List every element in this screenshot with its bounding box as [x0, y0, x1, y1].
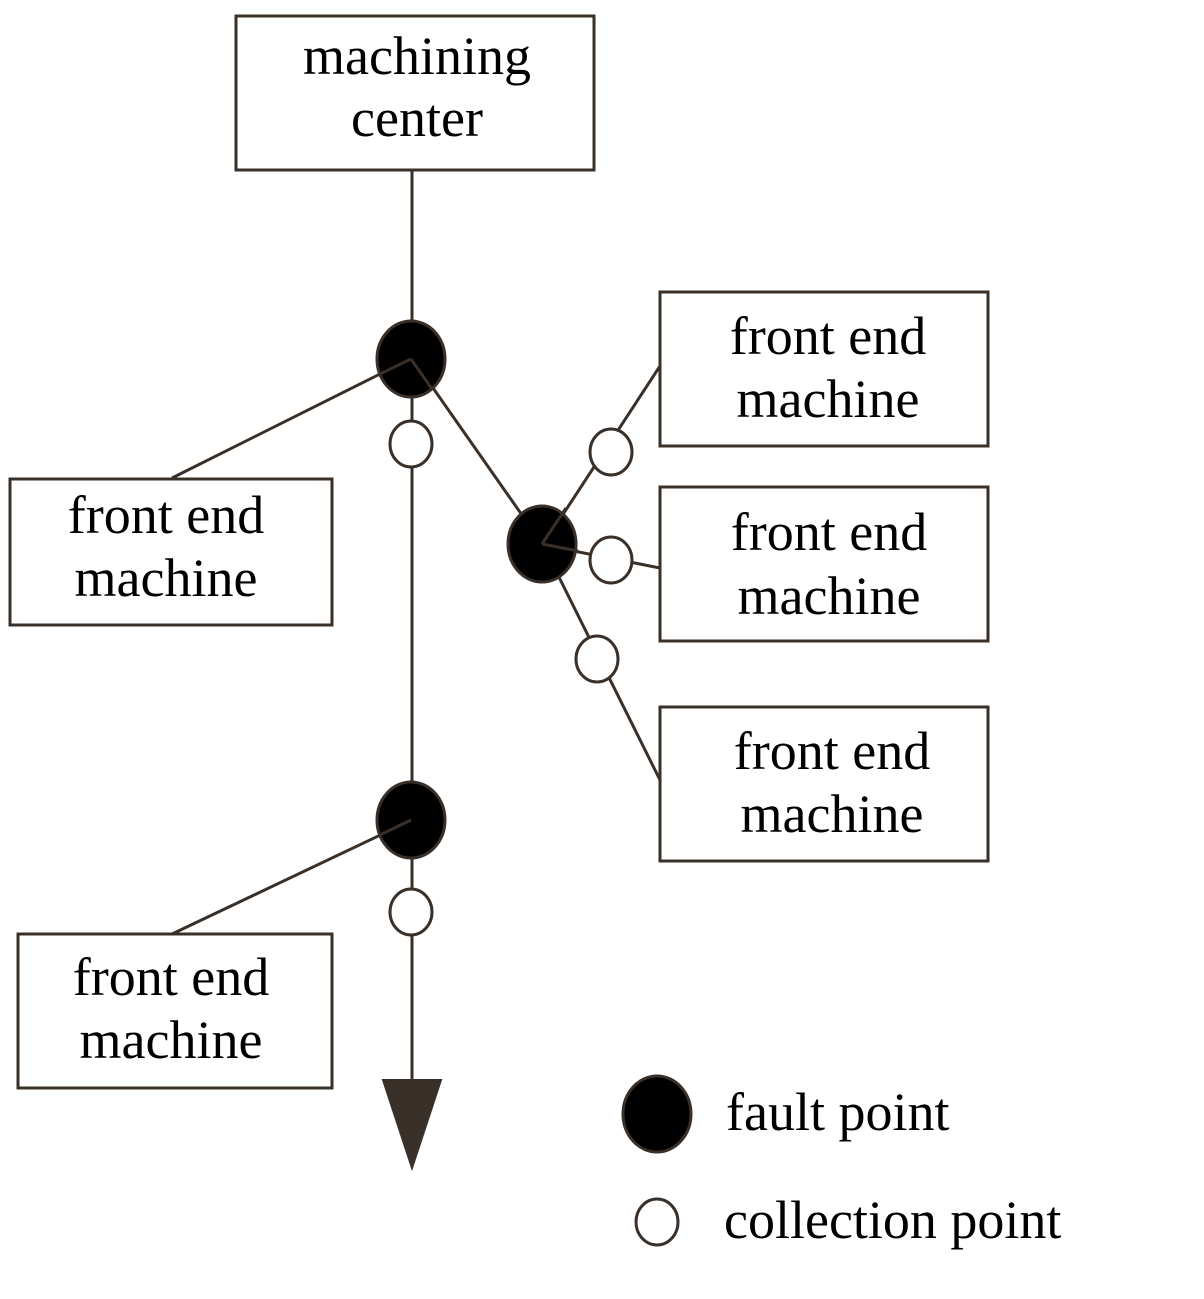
collection-point-right-2: [588, 535, 634, 585]
fem-right-3-line1: front end: [734, 721, 930, 781]
fem-right-1-line1: front end: [730, 306, 926, 366]
fem-left-bottom-line2: machine: [80, 1010, 263, 1070]
link-left-top: [171, 356, 413, 480]
node-front-end-right-2: front end machine: [658, 485, 990, 643]
legend-fault-icon: [621, 1074, 693, 1154]
center-label-line2: center: [351, 88, 483, 148]
fem-right-2-line2: machine: [738, 566, 921, 626]
collection-point-trunk-1: [388, 419, 434, 469]
fem-left-bottom-line1: front end: [73, 947, 269, 1007]
fem-right-3-line2: machine: [741, 784, 924, 844]
node-front-end-right-1: front end machine: [658, 290, 990, 448]
fem-right-2-line1: front end: [731, 502, 927, 562]
legend-collection-label: collection point: [724, 1190, 1061, 1250]
fem-right-1-line2: machine: [737, 369, 920, 429]
center-label-line1: machining: [303, 26, 531, 86]
node-front-end-left-bottom: front end machine: [16, 932, 334, 1090]
legend: fault point collection point: [621, 1074, 1061, 1250]
fem-left-top-line2: machine: [75, 548, 258, 608]
legend-collection-icon: [634, 1197, 680, 1247]
collection-point-right-3: [574, 634, 620, 684]
legend-fault-label: fault point: [726, 1082, 949, 1142]
node-machining-center: machining center: [234, 14, 596, 172]
fault-inner-lines: [379, 357, 579, 837]
node-front-end-left-top: front end machine: [8, 477, 334, 627]
link-left-bottom: [171, 818, 413, 936]
down-arrow-icon: [381, 1079, 443, 1172]
node-front-end-right-3: front end machine: [658, 705, 990, 863]
collection-point-right-1: [588, 427, 634, 477]
collection-point-trunk-2: [388, 887, 434, 937]
fem-left-top-line1: front end: [68, 485, 264, 545]
